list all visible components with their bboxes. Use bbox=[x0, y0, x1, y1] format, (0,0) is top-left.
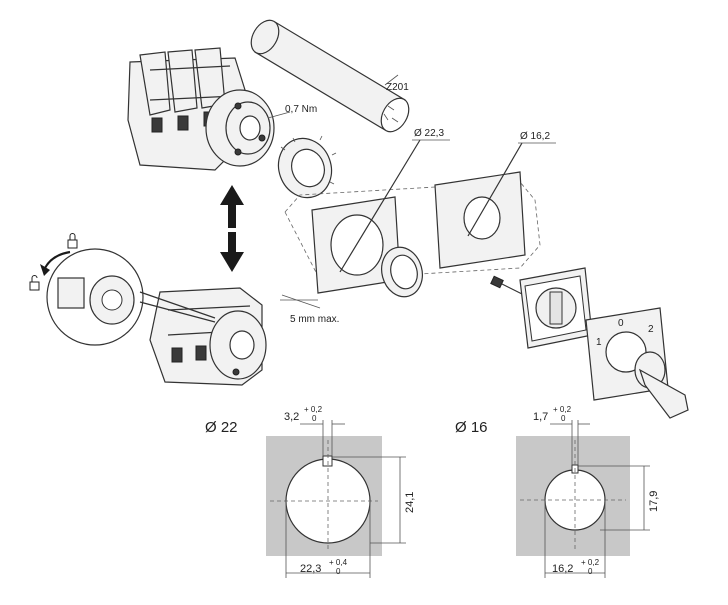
tool-label: Z201 bbox=[386, 82, 409, 93]
drawing-16-title: Ø 16 bbox=[455, 419, 488, 436]
drawing-22-key-width: 3,2 bbox=[284, 411, 299, 423]
front-bezel bbox=[490, 267, 593, 349]
drawing-16-dia-tol-bottom: 0 bbox=[588, 567, 593, 576]
drawing-22-dia-tol-bottom: 0 bbox=[336, 567, 341, 576]
switch-body-upper bbox=[127, 47, 275, 171]
drawing-22 bbox=[266, 420, 406, 578]
mounting-nut bbox=[277, 135, 337, 199]
drawing-22-dia-tol-top: + 0,4 bbox=[329, 558, 348, 567]
lock-detail-zoom bbox=[46, 248, 216, 346]
rotary-knob bbox=[634, 351, 689, 419]
drawing-22-key-tol-bottom: 0 bbox=[312, 414, 317, 423]
torque-label: 0,7 Nm bbox=[285, 104, 317, 115]
drawing-16-height: 17,9 bbox=[648, 491, 660, 512]
drawing-16-dia-tol-top: + 0,2 bbox=[581, 558, 600, 567]
knob-position-2: 2 bbox=[648, 324, 654, 335]
switch-body-lower bbox=[149, 287, 267, 386]
hole-22-label: Ø 22,3 bbox=[414, 128, 444, 139]
knob-position-1: 1 bbox=[596, 337, 602, 348]
adapter-ring bbox=[381, 246, 423, 298]
drawing-16 bbox=[516, 420, 650, 578]
drawing-22-diameter: 22,3 bbox=[300, 563, 321, 575]
drawing-22-key-tol-top: + 0,2 bbox=[304, 405, 323, 414]
lock-closed-icon bbox=[67, 233, 78, 249]
lock-open-icon bbox=[29, 275, 40, 291]
tool-leader bbox=[384, 74, 399, 86]
panel-max-label: 5 mm max. bbox=[290, 314, 339, 325]
panel-plate-22 bbox=[311, 139, 450, 294]
panel-plate-16 bbox=[434, 142, 556, 269]
drawing-16-key-width: 1,7 bbox=[533, 411, 548, 423]
knob-position-0: 0 bbox=[618, 318, 624, 329]
drawing-16-key-tol-bottom: 0 bbox=[561, 414, 566, 423]
assembly-plane bbox=[284, 181, 541, 281]
torque-leader bbox=[267, 111, 291, 119]
drawing-16-key-tol-top: + 0,2 bbox=[553, 405, 572, 414]
rotate-arrow-icon bbox=[40, 250, 71, 276]
drawing-22-height: 24,1 bbox=[404, 492, 416, 513]
drawing-16-diameter: 16,2 bbox=[552, 563, 573, 575]
up-down-arrow bbox=[220, 185, 244, 272]
hole-16-label: Ø 16,2 bbox=[520, 131, 550, 142]
tool-z201 bbox=[250, 19, 410, 133]
drawing-22-title: Ø 22 bbox=[205, 419, 238, 436]
